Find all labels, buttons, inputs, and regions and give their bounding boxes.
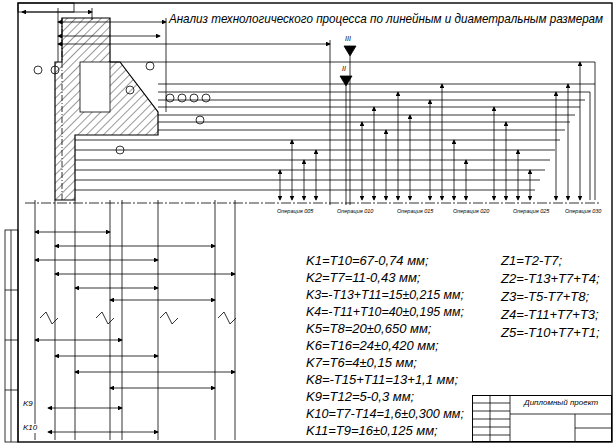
equation: K8=-T15+T11=13+1,1 мм; xyxy=(305,373,459,387)
equation: K10=T7-T14=1,6±0,300 мм; xyxy=(305,407,465,421)
title-block-text: Дипломный проект xyxy=(523,399,599,408)
equation: K11=T9=16±0,125 мм; xyxy=(305,424,439,438)
equation: Z1=T2-T7; xyxy=(500,254,563,268)
equation: K5=T8=20±0,650 мм; xyxy=(305,322,432,336)
operation-label: Операция 010 xyxy=(336,208,374,214)
equation: Z4=-T11+T7+T3; xyxy=(500,308,600,322)
equation: Z3=-T5-T7+T8; xyxy=(500,290,590,304)
datum-mark: III xyxy=(344,35,352,43)
title-block: Дипломный проект xyxy=(472,395,612,442)
equation: K7=T6=4±0,15 мм; xyxy=(305,356,418,370)
equation: K1=T10=67-0,74 мм; xyxy=(305,254,430,268)
dimension-label: K9 xyxy=(22,400,34,409)
equation: K3=-T13+T11=15±0,215 мм; xyxy=(305,288,465,302)
sheet-title: Анализ технологического процесса по лине… xyxy=(168,12,604,26)
operation-label: Операция 020 xyxy=(452,208,490,214)
equation: Z2=-T13+T7+T4; xyxy=(500,272,601,286)
datum-mark: II xyxy=(341,65,347,73)
operation-label: Операция 025 xyxy=(512,208,550,214)
equation: Z5=-T10+T7+T1; xyxy=(500,326,601,340)
equation: K4=-T11+T10=40±0,195 мм; xyxy=(305,305,465,319)
dimension-label: K10 xyxy=(22,424,38,433)
operation-label: Операция 015 xyxy=(396,208,434,214)
operation-label: Операция 030 xyxy=(564,208,602,214)
equation: K6=T16=24±0,420 мм; xyxy=(305,339,440,353)
operation-label: Операция 005 xyxy=(276,208,314,214)
equation: K2=T7=11-0,43 мм; xyxy=(305,271,421,285)
equation: K9=T12=5-0,3 мм; xyxy=(305,390,415,404)
